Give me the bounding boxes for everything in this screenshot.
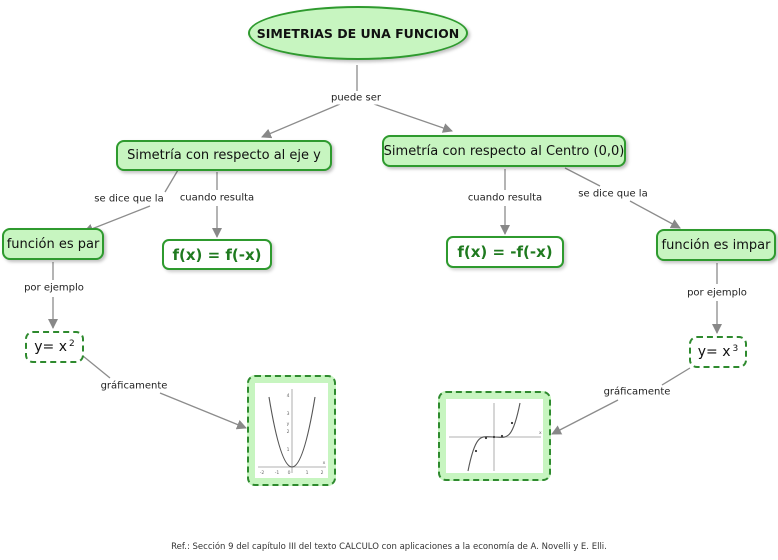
x-tick-neg2: -2 [260,470,265,476]
reference-note: Ref.: Sección 9 del capítulo III del tex… [171,542,607,552]
graph-impar-plot: x [446,399,543,473]
label-cuando-right: cuando resulta [465,191,545,205]
curve-point [510,421,514,425]
node-simetria-eje-y: Simetría con respecto al eje y [116,140,332,171]
y-tick-2: 2 [287,429,290,435]
node-funcion-impar: función es impar [656,229,776,261]
curve-point [474,449,478,453]
y-tick-4: 4 [287,393,290,399]
graph-par-plot: -2 -1 0 1 2 4 3 2 1 y x [255,383,328,478]
y-tick-1: 1 [287,447,290,453]
x-tick-0: 0 [288,470,291,476]
x-axis-label: x [323,461,326,466]
y-axis-label: y [287,422,290,427]
y-tick-3: 3 [287,411,290,417]
formula-impar: f(x) = -f(-x) [446,236,564,268]
curve-point [500,434,504,438]
label-ejemplo-right: por ejemplo [685,286,749,300]
label-cuando-left: cuando resulta [177,191,257,205]
label-graf-left: gráficamente [98,379,170,393]
x-axis-label: x [539,431,542,436]
formula-par: f(x) = f(-x) [162,239,272,270]
label-puede-ser: puede ser [329,91,383,105]
label-se-dice-right: se dice que la [576,187,650,201]
title-text: SIMETRIAS DE UNA FUNCION [256,25,460,41]
title-node: SIMETRIAS DE UNA FUNCION [248,6,468,60]
curve-point [492,435,496,439]
graph-impar: x [438,391,551,481]
curve-point [484,436,488,440]
x-tick-1: 1 [306,470,309,476]
label-graf-right: gráficamente [601,385,673,399]
node-funcion-par: función es par [2,228,104,260]
graph-par: -2 -1 0 1 2 4 3 2 1 y x [247,375,336,486]
node-simetria-centro: Simetría con respecto al Centro (0,0) [382,135,626,167]
label-ejemplo-left: por ejemplo [22,281,86,295]
x-tick-2: 2 [321,470,324,476]
x-tick-neg1: -1 [275,470,280,476]
label-se-dice-left: se dice que la [92,192,166,206]
